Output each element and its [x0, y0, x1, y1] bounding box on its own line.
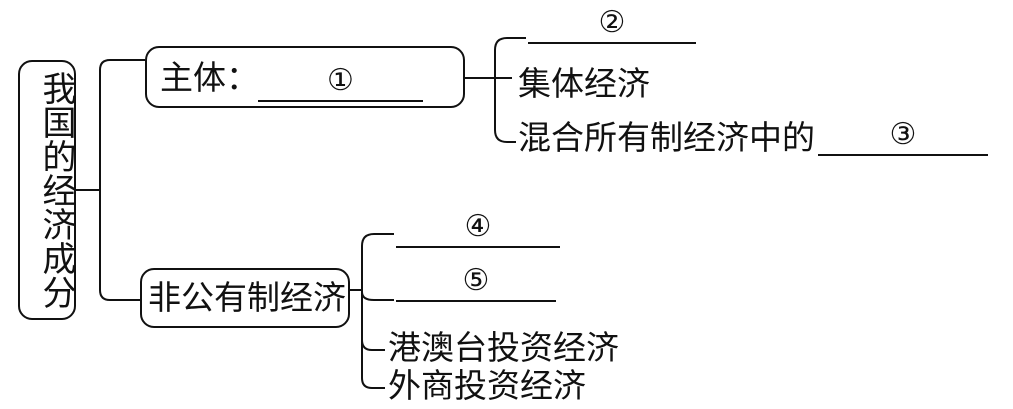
blank-5: [396, 262, 556, 302]
nonpublic-label: 非公有制经济: [148, 278, 346, 317]
blank-4-number: ④: [464, 209, 492, 244]
blank-3-number: ③: [889, 117, 917, 152]
public-label: 主体：: [160, 58, 259, 97]
nonpublic-node: [140, 268, 350, 328]
blank-2: [528, 4, 696, 44]
blank-5-number: ⑤: [462, 263, 490, 298]
mixed-ownership-label: 混合所有制经济中的: [518, 118, 815, 157]
blank-4: [396, 208, 560, 248]
root-label: 我国的经济成分: [36, 71, 76, 309]
blank-3: [818, 116, 988, 156]
public-node: [145, 46, 465, 108]
foreign-investment-label: 外商投资经济: [388, 366, 586, 405]
blank-1-number: ①: [327, 63, 354, 98]
blank-1: [258, 62, 423, 102]
root-node: [18, 60, 76, 320]
collective-economy-label: 集体经济: [518, 64, 650, 103]
blank-2-number: ②: [598, 5, 626, 40]
hk-macao-taiwan-label: 港澳台投资经济: [388, 328, 619, 367]
